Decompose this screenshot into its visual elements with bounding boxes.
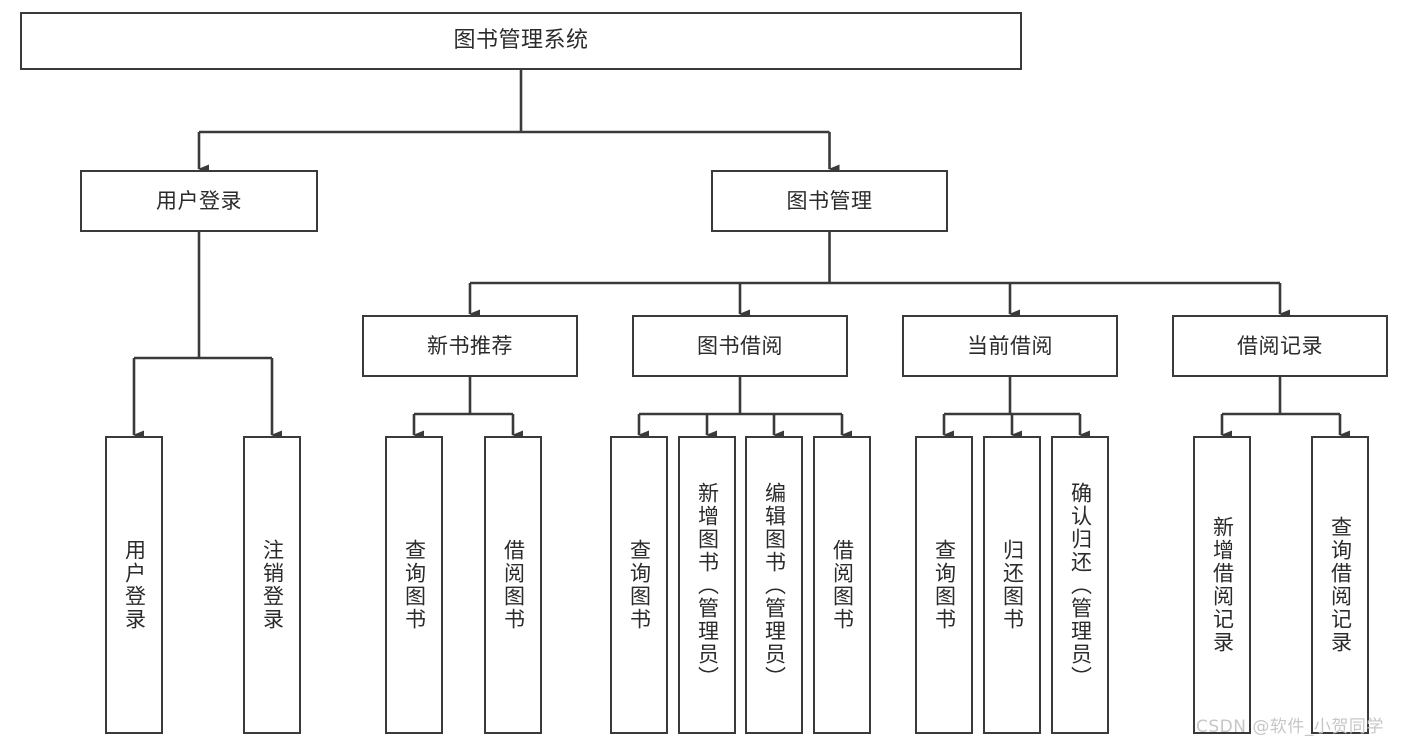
node-book-borrow-label: 图书借阅 [697, 333, 783, 358]
node-current-borrow-label: 当前借阅 [967, 333, 1053, 358]
leaf-return-book-label: 归还图书 [1000, 539, 1025, 631]
leaf-borrow-book-2-label: 借阅图书 [830, 539, 855, 631]
node-borrow-record-label: 借阅记录 [1237, 333, 1323, 358]
leaf-query-book-3-label: 查询图书 [932, 539, 957, 631]
node-root[interactable]: 图书管理系统 [20, 12, 1022, 70]
node-borrow-record[interactable]: 借阅记录 [1172, 315, 1388, 377]
leaf-confirm-return[interactable]: 确认归还（管理员） [1051, 436, 1109, 734]
leaf-borrow-book-1[interactable]: 借阅图书 [484, 436, 542, 734]
node-new-book-recommend[interactable]: 新书推荐 [362, 315, 578, 377]
node-book-management[interactable]: 图书管理 [711, 170, 948, 232]
leaf-add-borrow-record[interactable]: 新增借阅记录 [1193, 436, 1251, 734]
leaf-query-book-1-label: 查询图书 [402, 539, 427, 631]
leaf-add-book[interactable]: 新增图书（管理员） [678, 436, 736, 734]
leaf-query-book-1[interactable]: 查询图书 [385, 436, 443, 734]
node-user-login[interactable]: 用户登录 [80, 170, 318, 232]
leaf-edit-book-label: 编辑图书（管理员） [762, 481, 787, 689]
leaf-borrow-book-2[interactable]: 借阅图书 [813, 436, 871, 734]
leaf-query-book-2[interactable]: 查询图书 [610, 436, 668, 734]
leaf-add-book-label: 新增图书（管理员） [695, 481, 720, 689]
leaf-logout[interactable]: 注销登录 [243, 436, 301, 734]
node-book-borrow[interactable]: 图书借阅 [632, 315, 848, 377]
node-root-label: 图书管理系统 [453, 27, 589, 53]
edge-group [132, 70, 1350, 440]
leaf-user-login[interactable]: 用户登录 [105, 436, 163, 734]
leaf-return-book[interactable]: 归还图书 [983, 436, 1041, 734]
leaf-edit-book[interactable]: 编辑图书（管理员） [745, 436, 803, 734]
node-user-login-label: 用户登录 [156, 188, 242, 213]
leaf-add-borrow-record-label: 新增借阅记录 [1210, 516, 1235, 654]
node-new-book-recommend-label: 新书推荐 [427, 333, 513, 358]
leaf-query-book-3[interactable]: 查询图书 [915, 436, 973, 734]
leaf-query-book-2-label: 查询图书 [627, 539, 652, 631]
leaf-borrow-book-1-label: 借阅图书 [501, 539, 526, 631]
leaf-confirm-return-label: 确认归还（管理员） [1068, 481, 1093, 689]
leaf-query-borrow-record[interactable]: 查询借阅记录 [1311, 436, 1369, 734]
leaf-query-borrow-record-label: 查询借阅记录 [1328, 516, 1353, 654]
leaf-logout-label: 注销登录 [260, 539, 285, 631]
node-book-management-label: 图书管理 [786, 188, 873, 213]
leaf-user-login-label: 用户登录 [122, 539, 147, 631]
node-current-borrow[interactable]: 当前借阅 [902, 315, 1118, 377]
